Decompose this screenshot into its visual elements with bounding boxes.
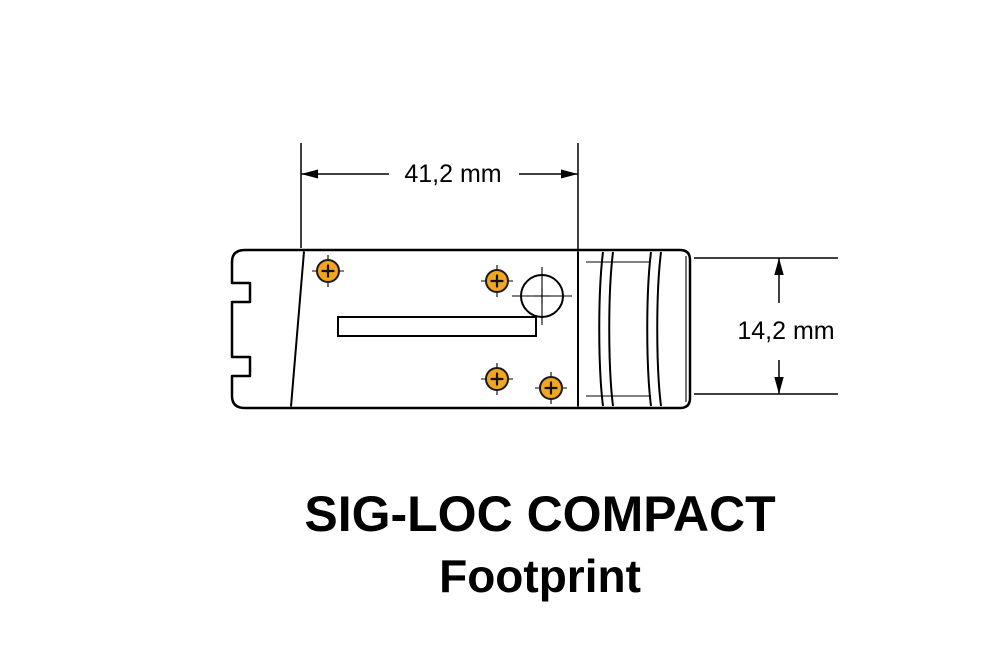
width-dimension-label: 41,2 mm — [404, 160, 501, 188]
footprint-drawing — [230, 248, 692, 410]
height-dimension: 14,2 mm — [694, 257, 838, 395]
rear-serration-line — [646, 251, 652, 407]
mounting-slot — [337, 316, 537, 337]
dim-arrow-right-icon — [561, 169, 578, 179]
rear-serration-line — [598, 251, 604, 407]
height-dimension-label: 14,2 mm — [737, 317, 834, 345]
rear-serration-line — [608, 251, 614, 407]
screw-bottom-right — [535, 372, 567, 404]
dim-arrow-up-icon — [774, 258, 784, 275]
left-clamp-edge — [290, 251, 305, 407]
center-post-hole — [520, 274, 564, 318]
diagram-subtitle: Footprint — [439, 550, 641, 602]
width-dimension: 41,2 mm — [300, 143, 579, 249]
screw-top-right — [481, 265, 513, 297]
dim-arrow-down-icon — [774, 377, 784, 394]
rear-serration-line — [656, 251, 662, 407]
screw-bottom-left — [481, 363, 513, 395]
diagram-title: SIG-LOC COMPACT — [304, 486, 775, 542]
dim-arrow-left-icon — [301, 169, 318, 179]
screw-top-left — [312, 255, 344, 287]
